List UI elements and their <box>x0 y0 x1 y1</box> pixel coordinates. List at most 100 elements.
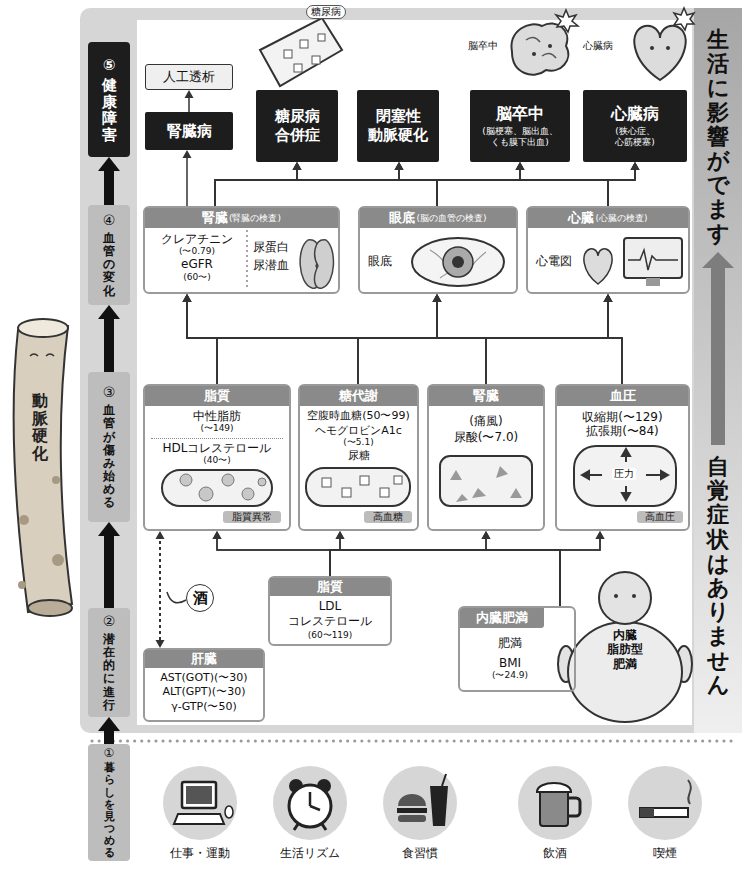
box-text: (痛風) <box>429 414 543 430</box>
text-group: 中性脂肪(〜149) <box>145 409 289 434</box>
arrow-head <box>395 162 404 170</box>
connector <box>213 531 561 606</box>
text-group: 心臓(心臓の検査) <box>528 208 688 228</box>
connector <box>330 531 491 576</box>
box-text: AST(GOT)(〜30) <box>145 671 263 685</box>
process-box: 人工透析 <box>145 64 233 90</box>
connector-line <box>437 302 486 384</box>
box-text: 血管が傷み始める <box>103 404 115 510</box>
connector-line <box>358 302 437 384</box>
text-group: ① <box>104 746 115 760</box>
arrow-head <box>433 294 442 302</box>
text-group: 血管が傷み始める <box>103 404 115 510</box>
text-group: 腎臓 <box>429 386 543 406</box>
connector <box>183 294 487 384</box>
arrow-head <box>604 294 613 302</box>
eye-icon <box>412 238 504 286</box>
text-group: 肝臓 <box>145 650 263 668</box>
arrow-head <box>516 162 525 170</box>
text-group: ④ <box>103 212 116 229</box>
box-text: (40〜) <box>151 455 283 466</box>
icon-caption: 食習慣 <box>375 846 465 860</box>
connector-line <box>215 170 297 206</box>
brain-icon <box>512 10 578 75</box>
box-text: (心臓の検査) <box>595 213 647 224</box>
check-box: 腎臓(痛風)尿酸(〜7.0) <box>427 384 545 531</box>
arrow-head <box>433 294 442 302</box>
box-text: ALT(GPT)(〜30) <box>145 685 263 699</box>
person-figure <box>558 572 692 722</box>
connector <box>185 90 194 112</box>
disease-box: 閉塞性 動脈硬化 <box>357 90 439 162</box>
connector <box>560 531 605 606</box>
text-group: 肥満 <box>460 636 560 650</box>
box-text: LDL コレステロール <box>280 599 380 629</box>
text-group: 高血糖 <box>364 511 412 523</box>
arrow-head <box>183 294 192 302</box>
arrow-head <box>631 162 640 170</box>
text-group: 暮らしを見つめる <box>104 762 115 859</box>
box-text: 肥満 <box>460 636 560 650</box>
text-group: LDL コレステロール <box>280 599 380 629</box>
connector <box>183 294 359 384</box>
text-group: 健康障害 <box>102 77 117 143</box>
box-text: 心臓 <box>568 210 594 226</box>
text-group: HDLコレステロール(40〜) <box>151 438 283 466</box>
connector <box>358 294 613 384</box>
box-text: 心電図 <box>536 254 572 268</box>
connector <box>183 294 623 384</box>
text-group: ③ <box>103 384 116 401</box>
text-group: 潜在的に進行 <box>103 633 115 712</box>
connector-line <box>437 170 520 206</box>
connector <box>215 162 302 206</box>
arrow-head <box>156 640 165 648</box>
connector <box>516 162 609 206</box>
box-text: (60〜) <box>149 272 245 283</box>
arrow-head <box>183 294 192 302</box>
connector <box>608 162 640 206</box>
box-text: 内臓肥満 <box>476 610 528 626</box>
arrow-head <box>98 522 120 536</box>
box-text: 閉塞性 動脈硬化 <box>361 107 435 146</box>
ecg-icon <box>584 238 682 286</box>
text-group: 糖尿病 合併症 <box>256 107 338 146</box>
text-group: 閉塞性 動脈硬化 <box>357 107 439 146</box>
text-group: ⑤ <box>103 56 116 74</box>
box-text: (脳の血管の検査) <box>416 213 486 224</box>
text-group: 脳卒中 <box>496 104 544 123</box>
box-text: 尿糖 <box>302 449 415 462</box>
connector <box>156 531 165 648</box>
box-text: クレアチニン <box>149 232 245 246</box>
text-group: 尿蛋白尿潜血 <box>253 238 297 274</box>
text-group: 内臓肥満 <box>460 608 544 628</box>
exam-box: 心臓(心臓の検査) 心電図 <box>526 206 690 294</box>
arrow-head <box>433 294 442 302</box>
exam-box: 眼底(脳の血管の検査)眼底 <box>358 206 518 294</box>
disease-box: 脳卒中 (脳梗塞、脳出血、 くも膜下出血) <box>470 90 570 162</box>
text-group: 心電図 <box>536 254 572 268</box>
urate-vessel <box>440 456 532 506</box>
connector <box>330 531 605 576</box>
stage-arrow <box>98 522 120 608</box>
box-text: (脳梗塞、脳出血、 くも膜下出血) <box>474 126 566 149</box>
text-group: 眼底 <box>368 254 392 268</box>
text-group: 酒 <box>193 589 208 607</box>
connector <box>482 531 561 606</box>
exam-box: 腎臓(腎臓の検査)クレアチニン(〜0.79)eGFR(60〜)尿蛋白尿潜血 <box>143 206 340 294</box>
box-text: 脂質異常 <box>223 511 281 523</box>
connector-line <box>560 539 600 606</box>
icon-label: 脳卒中 <box>468 40 498 52</box>
connector-line <box>217 302 608 384</box>
arrow-head <box>98 157 120 171</box>
connector <box>215 162 404 206</box>
box-text: (〜5.1) <box>302 437 415 448</box>
connector-line <box>520 170 608 206</box>
text-group: クレアチニン(〜0.79)eGFR(60〜) <box>149 232 245 282</box>
text-group: (狭心症、 心筋梗塞) <box>600 126 670 149</box>
text-group: 脂質 <box>145 386 289 406</box>
text-group: ヘモグロビンA1c(〜5.1) <box>302 424 415 448</box>
check-box: 内臓肥満肥満BMI(〜24.9) <box>458 606 576 692</box>
connector <box>433 294 487 384</box>
connector <box>330 531 345 576</box>
box-text: 圧力 <box>614 468 634 480</box>
